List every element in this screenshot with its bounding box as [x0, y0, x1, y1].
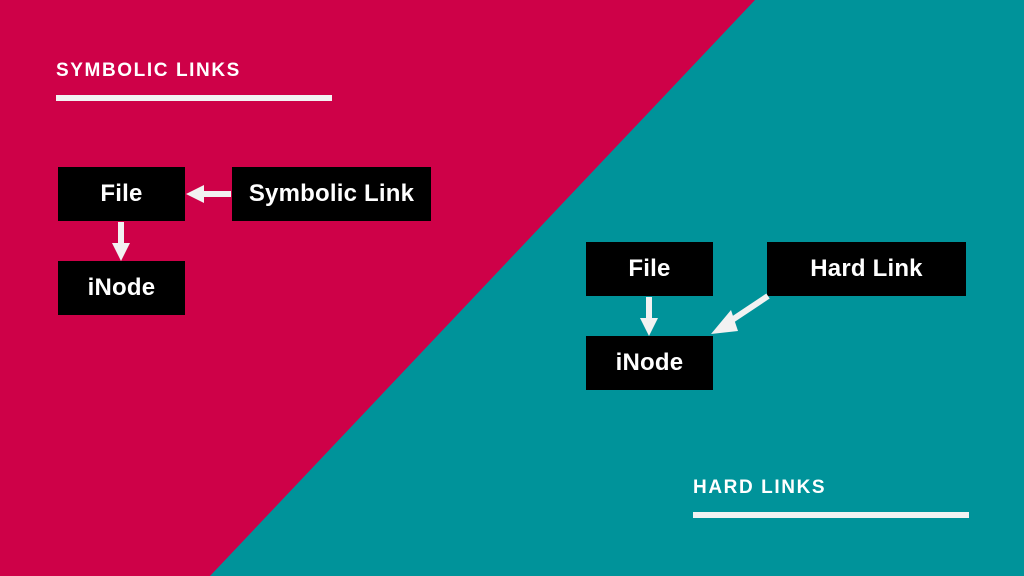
hard-inode-box: iNode [586, 336, 713, 390]
left-panel-background [0, 0, 755, 576]
hard-link-box: Hard Link [767, 242, 966, 296]
symbolic-file-box: File [58, 167, 185, 221]
symbolic-link-box: Symbolic Link [232, 167, 431, 221]
hard-links-title: HARD LINKS [693, 477, 827, 498]
symbolic-links-title-underline [56, 95, 332, 101]
symbolic-inode-box: iNode [58, 261, 185, 315]
hard-links-title-underline [693, 512, 969, 518]
symbolic-links-title: SYMBOLIC LINKS [56, 60, 241, 81]
hard-file-box: File [586, 242, 713, 296]
